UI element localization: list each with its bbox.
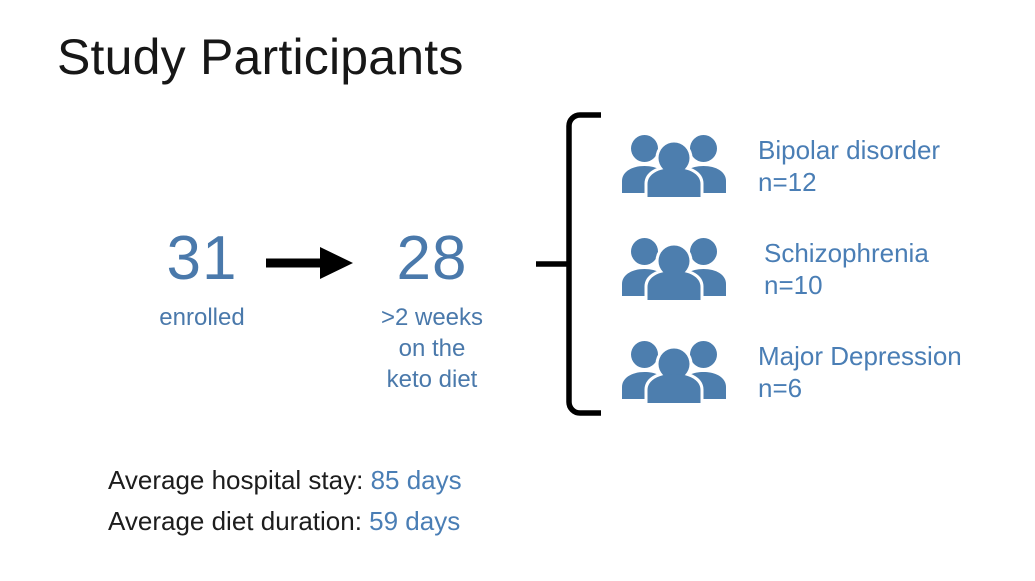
people-group-icon: [620, 236, 728, 302]
diagnosis-row: Schizophrenia n=10: [620, 228, 1020, 310]
diagnosis-label: Bipolar disorder n=12: [758, 134, 940, 198]
funnel-step-enrolled: 31 enrolled: [122, 228, 282, 333]
left-bracket-icon: [533, 112, 609, 416]
diagnosis-row: Major Depression n=6: [620, 331, 1020, 413]
diagnosis-count: n=12: [758, 167, 817, 197]
funnel-step-keto: 28 >2 weeks on the keto diet: [352, 228, 512, 395]
summary-value: 59 days: [369, 506, 461, 536]
page-title: Study Participants: [57, 29, 464, 85]
funnel-step-caption: enrolled: [159, 304, 245, 331]
summary-label: Average diet duration:: [108, 506, 370, 536]
diagnosis-row: Bipolar disorder n=12: [620, 125, 1020, 207]
diagnosis-count: n=6: [758, 373, 803, 403]
diagnosis-name: Major Depression: [758, 341, 962, 371]
summary-value: 85 days: [370, 465, 462, 495]
right-arrow-icon: [266, 246, 354, 280]
summary-stats: Average hospital stay: 85 days Average d…: [108, 460, 462, 542]
people-group-icon: [620, 133, 728, 199]
summary-line-hospital-stay: Average hospital stay: 85 days: [108, 460, 462, 501]
summary-label: Average hospital stay:: [108, 465, 371, 495]
diagnosis-label: Schizophrenia n=10: [764, 237, 929, 301]
funnel-step-number: 28: [396, 224, 468, 293]
diagnosis-name: Bipolar disorder: [758, 135, 941, 165]
funnel-step-number: 31: [166, 224, 238, 293]
diagnosis-count: n=10: [764, 270, 823, 300]
diagnosis-name: Schizophrenia: [764, 238, 929, 268]
summary-line-diet-duration: Average diet duration: 59 days: [108, 501, 462, 542]
people-group-icon: [620, 339, 728, 405]
funnel-step-caption: >2 weeks on the keto diet: [380, 304, 484, 393]
diagnosis-label: Major Depression n=6: [758, 340, 962, 404]
